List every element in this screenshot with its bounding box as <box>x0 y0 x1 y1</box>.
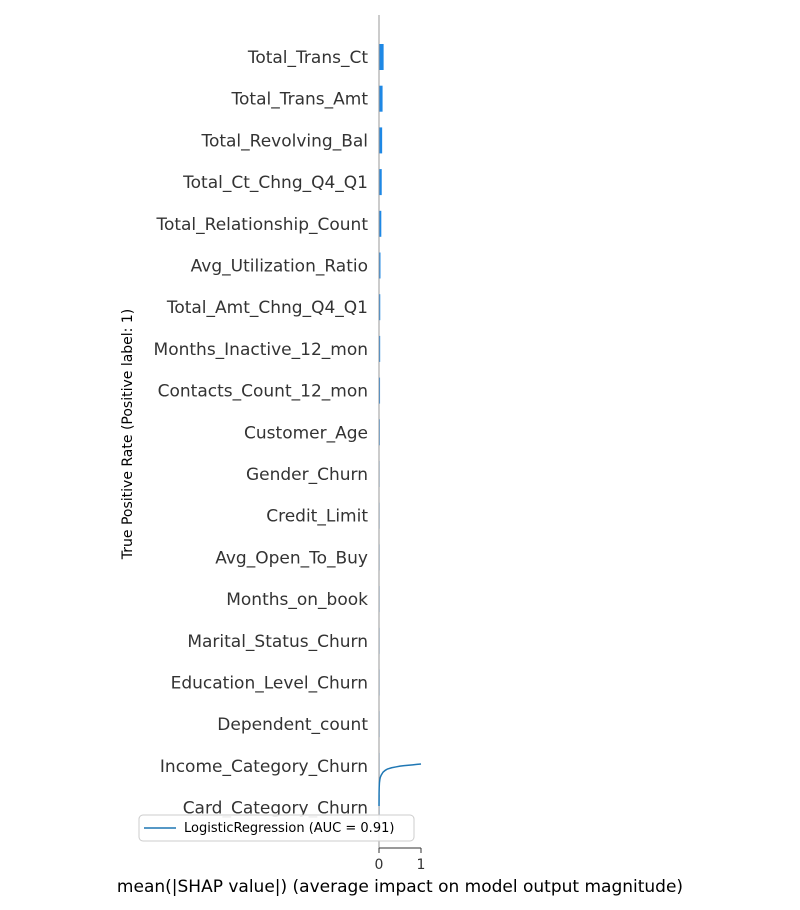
feature-label: Customer_Age <box>244 423 368 443</box>
legend-label: LogisticRegression (AUC = 0.91) <box>184 821 394 836</box>
feature-label: Income_Category_Churn <box>160 757 368 777</box>
feature-label: Total_Amt_Chng_Q4_Q1 <box>166 298 368 318</box>
legend-box <box>138 814 415 842</box>
bar <box>379 85 383 112</box>
feature-label: Months_Inactive_12_mon <box>154 340 368 360</box>
feature-label: Total_Trans_Ct <box>247 48 368 68</box>
feature-labels: Total_Trans_CtTotal_Trans_AmtTotal_Revol… <box>154 48 369 819</box>
feature-label: Months_on_book <box>226 590 368 610</box>
feature-label: Total_Revolving_Bal <box>200 131 368 151</box>
feature-label: Credit_Limit <box>266 507 368 527</box>
bar <box>379 210 382 237</box>
y-axis-label: True Positive Rate (Positive label: 1) <box>120 309 136 560</box>
feature-label: Gender_Churn <box>246 465 368 485</box>
bar <box>379 377 381 404</box>
bar <box>379 44 384 70</box>
x-tick-label: 1 <box>417 857 426 873</box>
bars <box>379 44 384 821</box>
feature-label: Card_Category_Churn <box>183 799 368 819</box>
bar <box>379 294 381 321</box>
feature-label: Avg_Utilization_Ratio <box>191 257 368 277</box>
feature-label: Dependent_count <box>217 715 368 735</box>
roc-curve-group <box>378 763 422 807</box>
feature-label: Total_Ct_Chng_Q4_Q1 <box>182 173 368 193</box>
x-axis-label: mean(|SHAP value|) (average impact on mo… <box>117 877 683 897</box>
bar <box>379 335 381 362</box>
x-tick-label: 0 <box>375 857 384 873</box>
legend: LogisticRegression (AUC = 0.91) <box>138 814 415 842</box>
feature-label: Avg_Open_To_Buy <box>215 548 368 568</box>
bar <box>379 252 381 279</box>
feature-label: Total_Trans_Amt <box>231 90 369 110</box>
feature-label: Contacts_Count_12_mon <box>158 382 368 402</box>
roc-curve-line <box>378 763 422 807</box>
feature-label: Total_Relationship_Count <box>155 215 368 235</box>
bar <box>379 127 383 154</box>
feature-label: Education_Level_Churn <box>171 674 368 694</box>
bar <box>379 169 382 196</box>
feature-label: Marital_Status_Churn <box>187 632 368 652</box>
